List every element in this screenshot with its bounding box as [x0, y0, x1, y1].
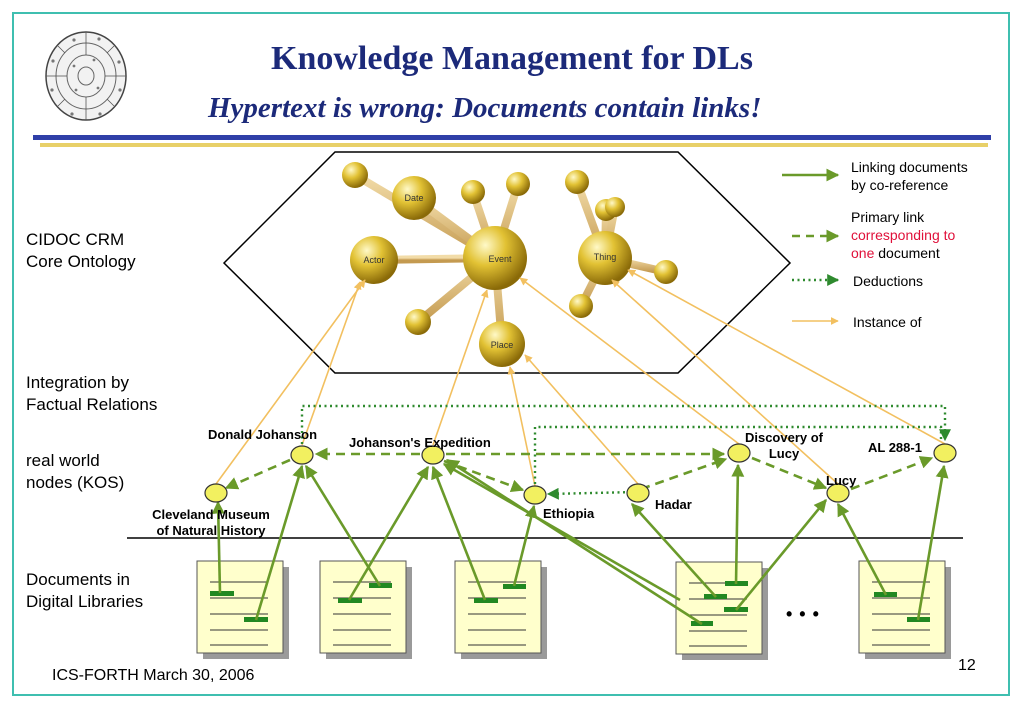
title-rule — [33, 135, 991, 140]
coreference-links — [211, 458, 949, 626]
kos-label-al288-1: AL 288-1 — [868, 440, 922, 455]
legend-instance-text: Instance of — [853, 314, 922, 330]
kos-node-al288-1[interactable] — [933, 443, 957, 463]
kos-label-lucy: Lucy — [826, 473, 857, 488]
kos-label-donald-johanson: Donald Johanson — [208, 427, 318, 442]
kos-node-ethiopia[interactable] — [523, 485, 547, 505]
ontology-label-actor: Actor — [363, 255, 384, 265]
kos-node-discovery-of-lucy[interactable] — [727, 443, 751, 463]
documents-layer — [196, 560, 951, 660]
ontology-label-date: Date — [404, 193, 423, 203]
ontology-label-thing: Thing — [594, 252, 617, 262]
ontology-label-place: Place — [491, 340, 514, 350]
legend-primary-text: Primary link corresponding to one docume… — [851, 209, 956, 261]
page-number: 12 — [958, 657, 976, 674]
title-rule-accent — [40, 143, 988, 147]
document[interactable] — [858, 560, 951, 659]
kos-node-hadar[interactable] — [626, 483, 650, 503]
ontology-node-event — [463, 226, 527, 290]
more-documents-ellipsis: • • • — [786, 604, 820, 624]
slide-subtitle: Hypertext is wrong: Documents contain li… — [208, 92, 762, 124]
kos-node-donald-johanson[interactable] — [290, 445, 314, 465]
document[interactable] — [196, 560, 289, 659]
slide-frame — [12, 12, 1010, 696]
kos-node-cleveland-museum[interactable] — [204, 483, 228, 503]
footer-text: ICS-FORTH March 30, 2006 — [52, 667, 255, 684]
ontology-balls — [342, 162, 678, 367]
kos-node-johansons-expedition[interactable] — [421, 445, 445, 465]
legend-symbols — [782, 168, 840, 325]
instance-of-arrows — [215, 269, 946, 487]
ontology-node-thing — [578, 231, 632, 285]
kos-label-ethiopia: Ethiopia — [543, 506, 595, 521]
document[interactable] — [454, 560, 547, 659]
kos-node-lucy[interactable] — [826, 483, 850, 503]
kos-label-hadar: Hadar — [655, 497, 692, 512]
deduction-lines — [300, 404, 951, 500]
kos-label-johansons-expedition: Johanson's Expedition — [349, 435, 491, 450]
document[interactable] — [675, 561, 768, 660]
ontology-label-event: Event — [488, 254, 512, 264]
slide-title: Knowledge Management for DLs — [271, 40, 753, 77]
document[interactable] — [319, 560, 412, 659]
ontology-node-actor — [350, 236, 398, 284]
ontology-node-date — [392, 176, 436, 220]
legend-deductions-text: Deductions — [853, 273, 924, 289]
kos-nodes — [204, 443, 957, 505]
phaistos-disc-logo — [45, 31, 127, 121]
ontology-node-place — [479, 321, 525, 367]
